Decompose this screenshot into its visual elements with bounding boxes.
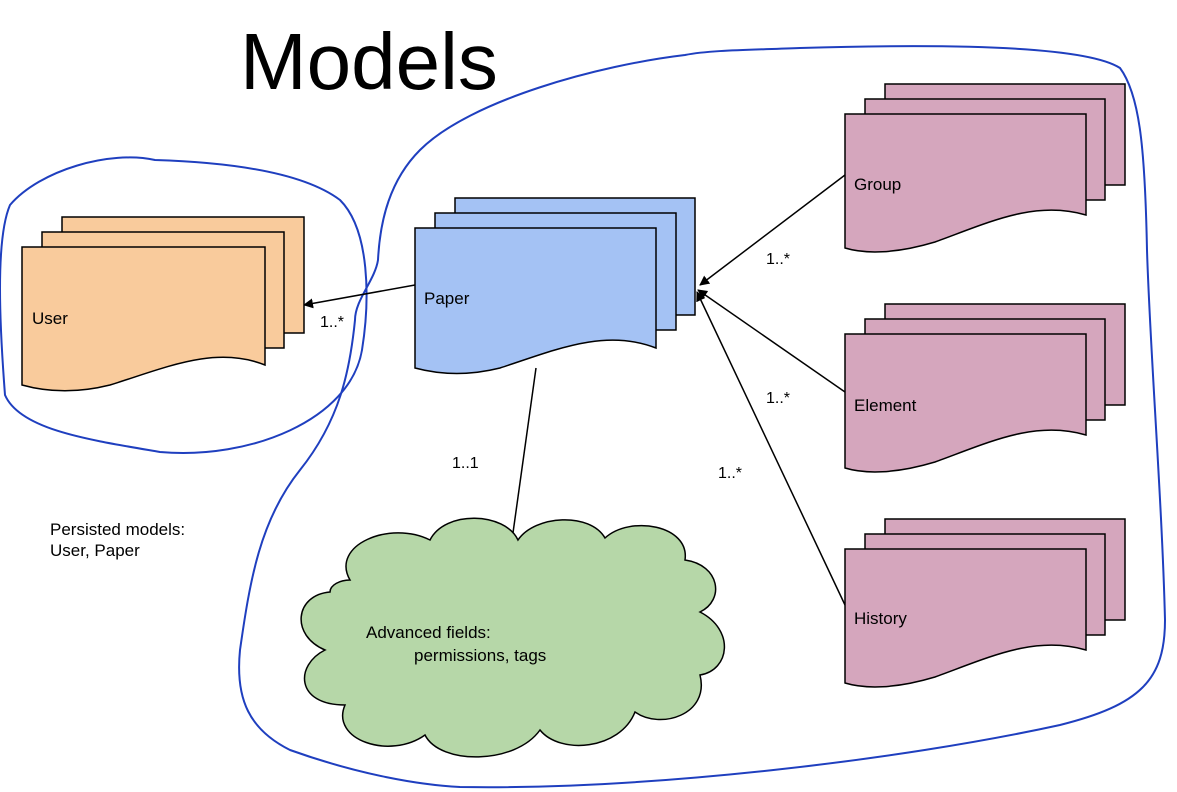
paper-system-boundary (238, 45, 1167, 789)
note-line-2: User, Paper (50, 541, 140, 560)
advanced-fields-cloud: Advanced fields: permissions, tags (300, 517, 726, 758)
page-title: Models (240, 17, 498, 106)
user-boundary (0, 156, 368, 454)
history-label: History (854, 609, 907, 628)
element-node: Element (844, 303, 1126, 473)
label-element-paper: 1..* (766, 390, 790, 407)
edge-paper-user (303, 284, 416, 309)
history-node: History (844, 518, 1126, 688)
user-node: User (21, 216, 305, 392)
edge-element-paper (697, 289, 846, 393)
label-history-paper: 1..* (718, 465, 742, 482)
edge-paper-cloud (511, 367, 537, 541)
user-label: User (32, 309, 68, 328)
cloud-line-1: Advanced fields: (366, 623, 491, 642)
edge-group-paper (699, 174, 846, 286)
element-label: Element (854, 396, 917, 415)
persisted-models-note: Persisted models: User, Paper (50, 519, 185, 561)
paper-label: Paper (424, 289, 470, 308)
label-paper-cloud: 1..1 (452, 455, 479, 472)
note-line-1: Persisted models: (50, 520, 186, 539)
group-label: Group (854, 175, 901, 194)
label-paper-user: 1..* (320, 314, 344, 331)
cloud-line-2: permissions, tags (414, 646, 546, 665)
group-node: Group (844, 83, 1126, 253)
label-group-paper: 1..* (766, 251, 790, 268)
paper-node: Paper (414, 197, 696, 375)
edge-history-paper (696, 291, 846, 606)
